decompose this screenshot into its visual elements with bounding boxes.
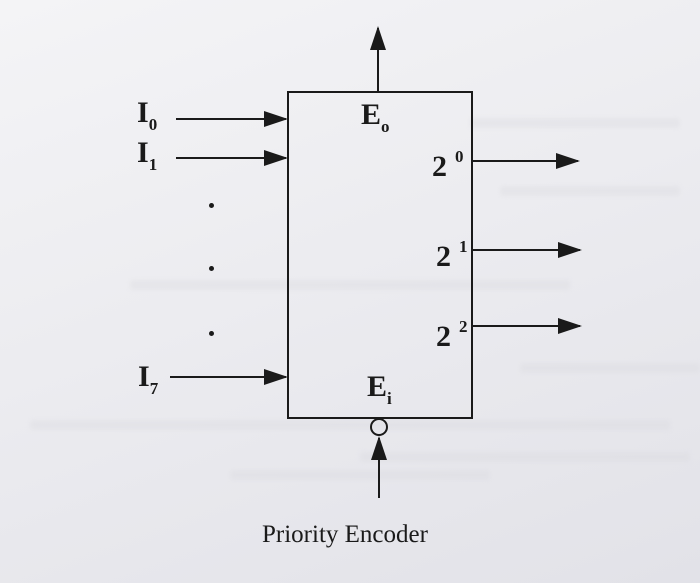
enable-in-label: Ei <box>367 370 392 408</box>
inversion-bubble <box>370 418 388 436</box>
encoder-block <box>287 91 473 419</box>
ellipsis-dot <box>209 331 214 336</box>
ellipsis-dot <box>209 203 214 208</box>
diagram-caption: Priority Encoder <box>262 521 428 548</box>
input-label-i1: I1 <box>137 136 158 174</box>
input-label-i7: I7 <box>138 360 159 398</box>
ellipsis-dot <box>209 266 214 271</box>
input-label-i0: I0 <box>137 96 158 134</box>
enable-out-label: Eo <box>361 98 390 136</box>
